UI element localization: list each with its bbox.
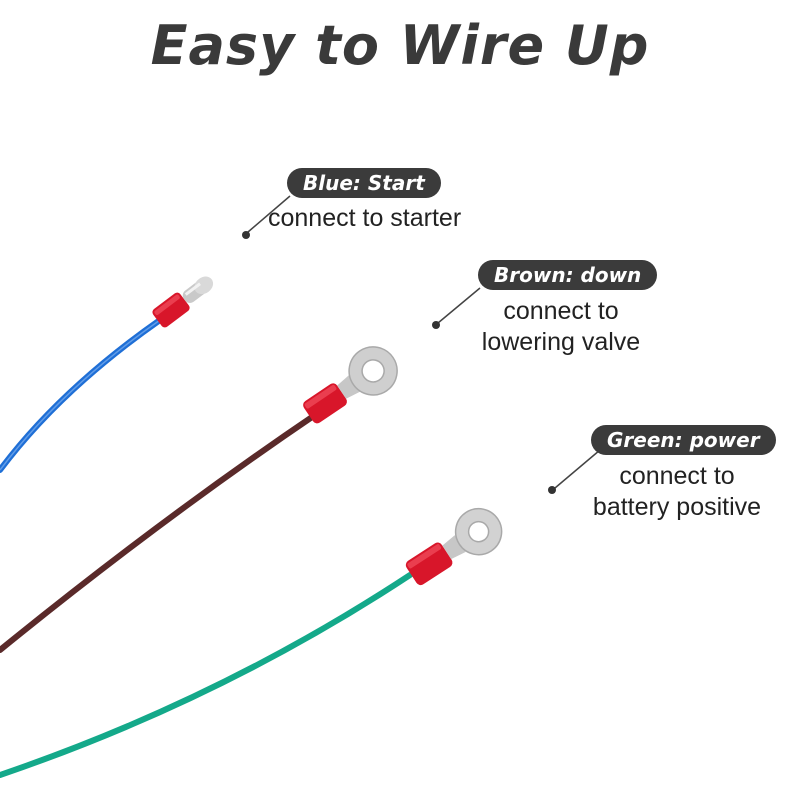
callout-line-green <box>554 449 601 489</box>
desc-blue: connect to starter <box>268 203 461 234</box>
label-green-power: Green: power <box>591 425 776 455</box>
green-wire <box>0 572 413 778</box>
desc-brown-line-1: connect to <box>503 297 619 325</box>
callout-line-brown <box>437 287 481 324</box>
label-brown-down: Brown: down <box>478 260 658 290</box>
desc-green: connect to battery positive <box>586 461 768 523</box>
blue-bullet-connector <box>152 276 214 328</box>
callout-line-blue <box>247 195 291 233</box>
page-title: Easy to Wire Up <box>150 14 650 77</box>
desc-brown: connect to lowering valve <box>476 296 646 358</box>
desc-brown-line-2: lowering valve <box>481 328 641 356</box>
brown-wire <box>0 412 318 653</box>
callout-lines <box>247 195 601 489</box>
desc-green-line-2: battery positive <box>592 493 762 521</box>
desc-green-line-1: connect to <box>619 462 735 490</box>
green-ring-connector <box>405 507 503 586</box>
desc-blue-line-1: connect to starter <box>268 204 462 232</box>
label-blue-start: Blue: Start <box>287 168 441 198</box>
callout-dot-brown <box>432 321 440 329</box>
callout-dot-blue <box>242 231 250 239</box>
blue-wire <box>0 317 163 473</box>
callout-dot-green <box>548 486 556 494</box>
brown-ring-connector <box>303 346 398 424</box>
